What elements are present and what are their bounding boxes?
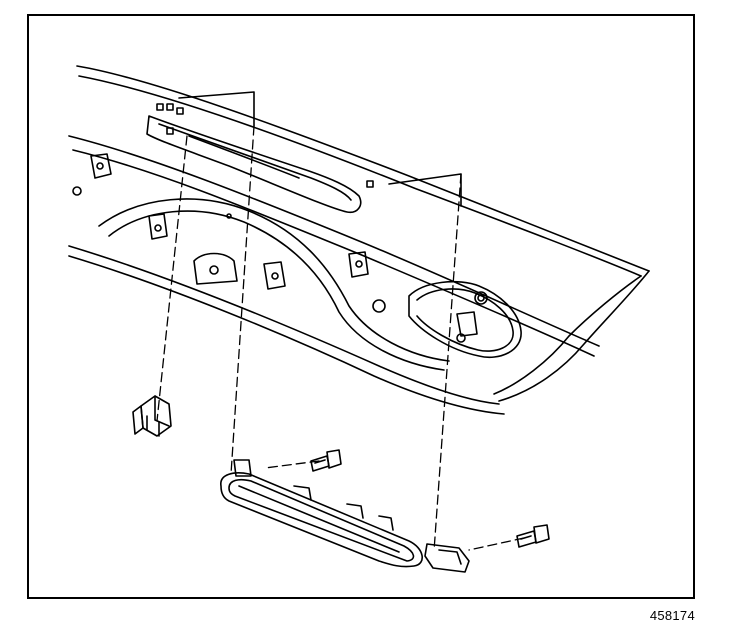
stop-lamp-assembly [220, 459, 470, 573]
figure-number: 458174 [649, 608, 695, 623]
alignment-lines [156, 125, 525, 552]
panel-mounting-tabs [72, 153, 488, 343]
upper-bolt [310, 449, 342, 472]
rear-panel [68, 65, 650, 415]
lamp-opening [146, 103, 374, 214]
mounting-bolts [310, 449, 550, 548]
retainer-clip [132, 395, 172, 437]
lower-bolt [516, 524, 550, 548]
illustration-frame [27, 14, 695, 599]
exploded-view-illustration [68, 65, 650, 573]
